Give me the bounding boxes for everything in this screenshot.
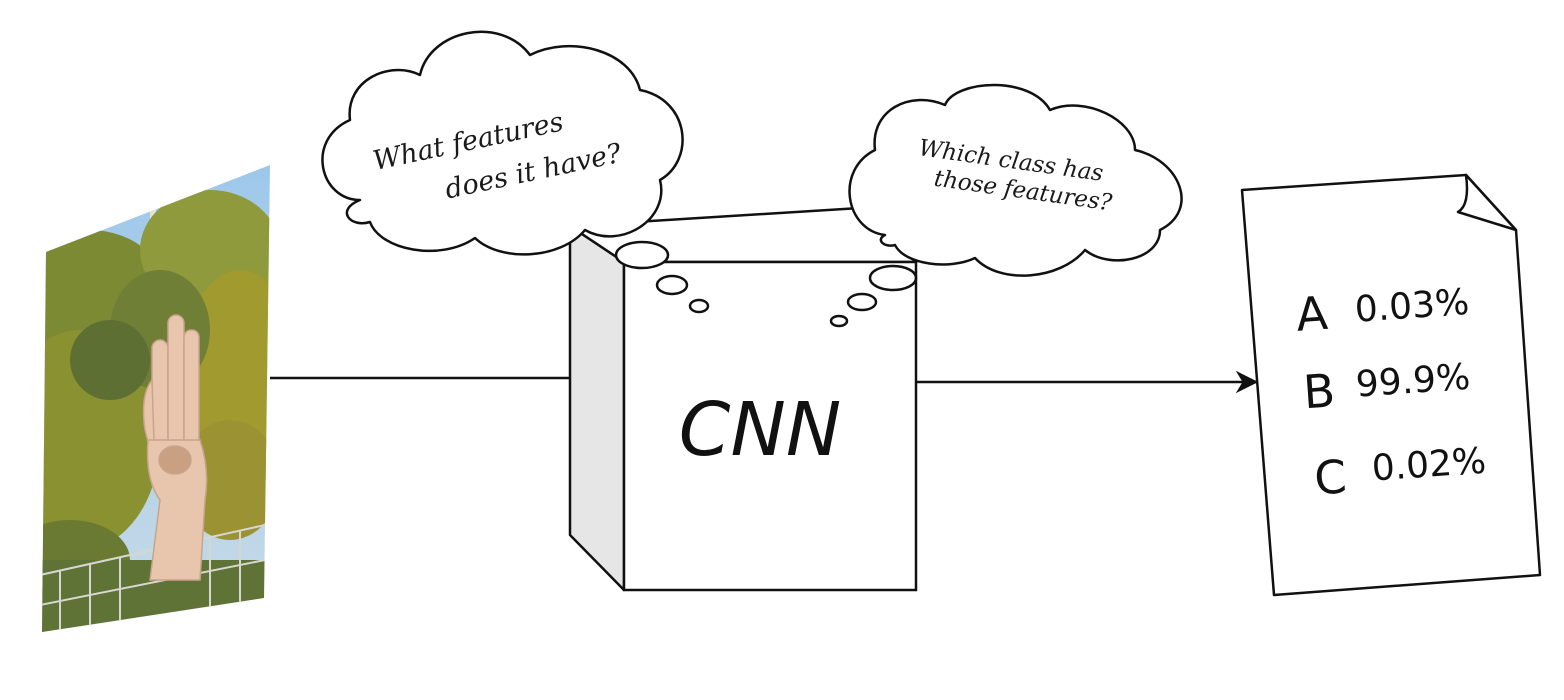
result-row: A 0.03% xyxy=(1294,282,1471,342)
cnn-label: CNN xyxy=(679,387,841,473)
output-paper: A 0.03% B 99.9% C 0.02% xyxy=(1240,173,1542,597)
thought-bubbles-right xyxy=(829,264,918,328)
result-value: 0.02% xyxy=(1370,441,1487,490)
cube-front-face xyxy=(622,260,918,592)
result-class: C xyxy=(1313,449,1349,505)
result-value: 99.9% xyxy=(1355,357,1472,406)
result-class: B xyxy=(1301,363,1336,419)
results-list: A 0.03% B 99.9% C 0.02% xyxy=(1294,282,1488,506)
thought-cloud-right: Which class has those features? xyxy=(848,83,1183,277)
hand-shape xyxy=(142,314,208,581)
cnn-cube: CNN xyxy=(568,206,918,592)
result-row: B 99.9% xyxy=(1301,357,1472,420)
thought-bubbles-left xyxy=(614,240,710,314)
cube-side-face xyxy=(568,224,626,592)
input-photo xyxy=(42,165,270,632)
result-class: A xyxy=(1294,286,1330,342)
thought-cloud-left: What features does it have? xyxy=(321,30,684,256)
result-row: C 0.02% xyxy=(1313,441,1488,506)
result-value: 0.03% xyxy=(1354,282,1471,331)
paper-folded-corner xyxy=(1456,173,1518,232)
